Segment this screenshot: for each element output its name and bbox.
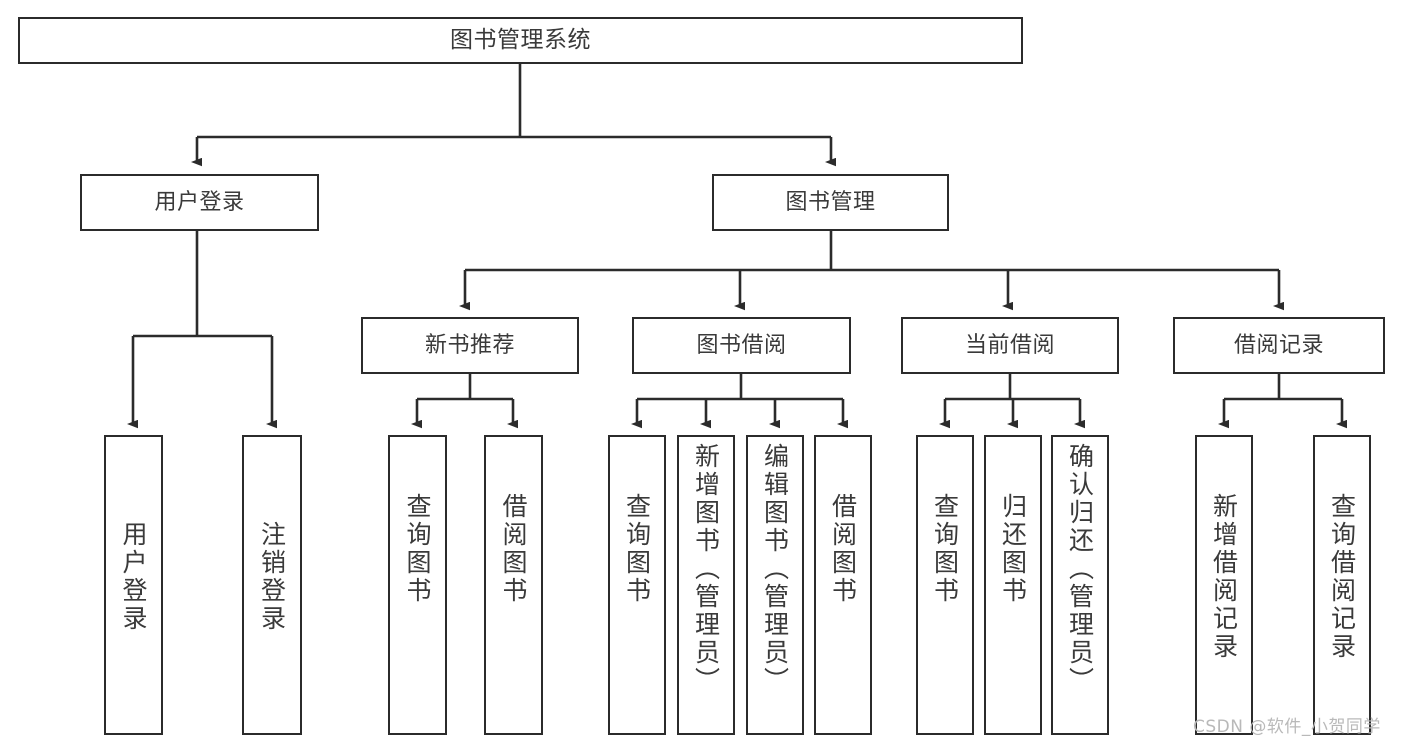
node-new-book-recommend[interactable]: 新书推荐 [361,317,579,374]
node-label: 新书推荐 [424,332,515,358]
node-label: 当前借阅 [964,332,1055,358]
node-label: 编辑图书（管理员） [760,443,790,695]
node-book-borrow[interactable]: 图书借阅 [632,317,851,374]
node-leaf-confirm-return-admin[interactable]: 确认归还（管理员） [1051,435,1109,735]
node-label: 注销登录 [257,521,287,633]
node-label: 新增借阅记录 [1209,493,1239,661]
node-label: 查询图书 [930,493,960,605]
node-label: 查询图书 [403,493,432,605]
node-label: 图书管理系统 [450,27,591,54]
node-leaf-add-borrow-record[interactable]: 新增借阅记录 [1195,435,1253,735]
node-label: 图书借阅 [696,332,787,358]
node-label: 借阅记录 [1233,332,1324,358]
node-label: 归还图书 [998,493,1028,605]
node-leaf-query-book-borrow[interactable]: 查询图书 [608,435,666,735]
node-leaf-return-book[interactable]: 归还图书 [984,435,1042,735]
node-current-borrow[interactable]: 当前借阅 [901,317,1119,374]
node-label: 查询借阅记录 [1327,493,1357,661]
node-label: 借阅图书 [499,493,528,605]
node-root-system[interactable]: 图书管理系统 [18,17,1023,64]
node-user-login[interactable]: 用户登录 [80,174,319,231]
node-leaf-edit-book-admin[interactable]: 编辑图书（管理员） [746,435,804,735]
node-book-management[interactable]: 图书管理 [712,174,949,231]
node-leaf-borrow-book-recommend[interactable]: 借阅图书 [484,435,543,735]
node-leaf-query-borrow-record[interactable]: 查询借阅记录 [1313,435,1371,735]
node-label: 借阅图书 [828,493,858,605]
node-label: 确认归还（管理员） [1065,443,1095,695]
node-leaf-query-book-current[interactable]: 查询图书 [916,435,974,735]
node-leaf-add-book-admin[interactable]: 新增图书（管理员） [677,435,735,735]
node-label: 用户登录 [154,189,245,215]
node-leaf-borrow-book[interactable]: 借阅图书 [814,435,872,735]
node-leaf-user-login[interactable]: 用户登录 [104,435,163,735]
node-label: 图书管理 [785,189,876,215]
node-label: 用户登录 [119,521,148,633]
node-leaf-logout[interactable]: 注销登录 [242,435,302,735]
watermark: CSDN @软件_小贺同学 [1193,717,1381,737]
node-label: 新增图书（管理员） [691,443,721,695]
node-borrow-record[interactable]: 借阅记录 [1173,317,1385,374]
node-label: 查询图书 [622,493,652,605]
node-leaf-query-book-recommend[interactable]: 查询图书 [388,435,447,735]
